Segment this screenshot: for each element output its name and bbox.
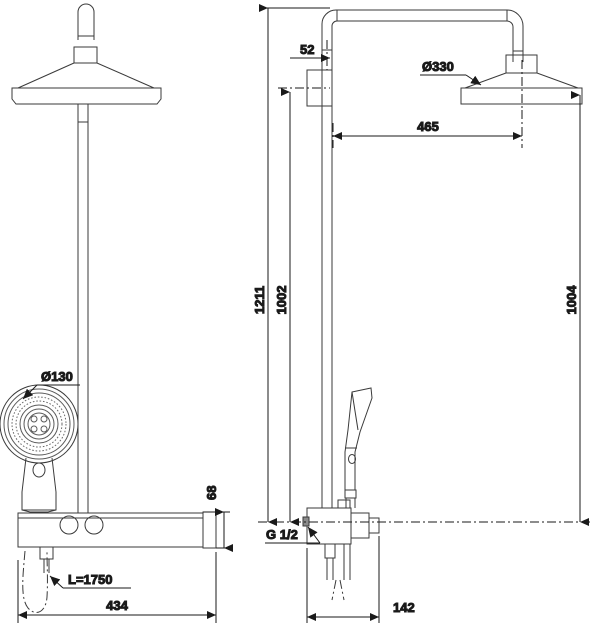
dim-thread: G 1/2: [265, 527, 321, 544]
dim-68-label: 68: [204, 486, 219, 500]
dim-d130: Ø130: [22, 369, 80, 400]
dim-52-label: 52: [300, 42, 314, 57]
dim-142: 142: [306, 536, 415, 623]
side-top-bend: [321, 9, 524, 62]
dim-thread-label: G 1/2: [266, 527, 298, 542]
front-valve-body: [17, 511, 217, 549]
dim-52: 52: [290, 40, 330, 70]
front-riser-top: [77, 3, 95, 40]
dim-d330: Ø330: [420, 59, 482, 86]
side-outlet-stub: [324, 543, 351, 601]
front-valve-control-right: [84, 515, 104, 535]
dim-434-label: 434: [106, 598, 128, 613]
front-riser-pipe: [77, 104, 89, 513]
dim-1004: 1004: [564, 91, 589, 526]
dim-142-label: 142: [393, 600, 415, 615]
dim-d330-label: Ø330: [422, 59, 454, 74]
front-outlet-stub: [39, 546, 54, 573]
dim-1004-label: 1004: [564, 285, 579, 315]
dim-68: 68: [203, 485, 233, 552]
front-riser-collar: [73, 46, 98, 64]
front-hand-shower: [0, 384, 79, 513]
dim-465: 465: [332, 110, 523, 148]
dim-1211: 1211: [252, 4, 277, 526]
dim-hose-length-label: L=1750: [68, 572, 112, 587]
dim-hose-length: L=1750: [49, 572, 131, 589]
dim-1002-label: 1002: [274, 286, 289, 315]
front-valve-control-left: [59, 515, 79, 535]
side-riser-pipe: [321, 60, 333, 508]
dim-1211-label: 1211: [252, 286, 267, 314]
front-shower-head: [11, 62, 162, 105]
dim-465-label: 465: [417, 119, 439, 134]
dim-434: 434: [17, 552, 217, 623]
side-hand-shower: [344, 387, 373, 508]
dim-1002: 1002: [274, 88, 299, 526]
dim-d130-label: Ø130: [41, 369, 73, 384]
